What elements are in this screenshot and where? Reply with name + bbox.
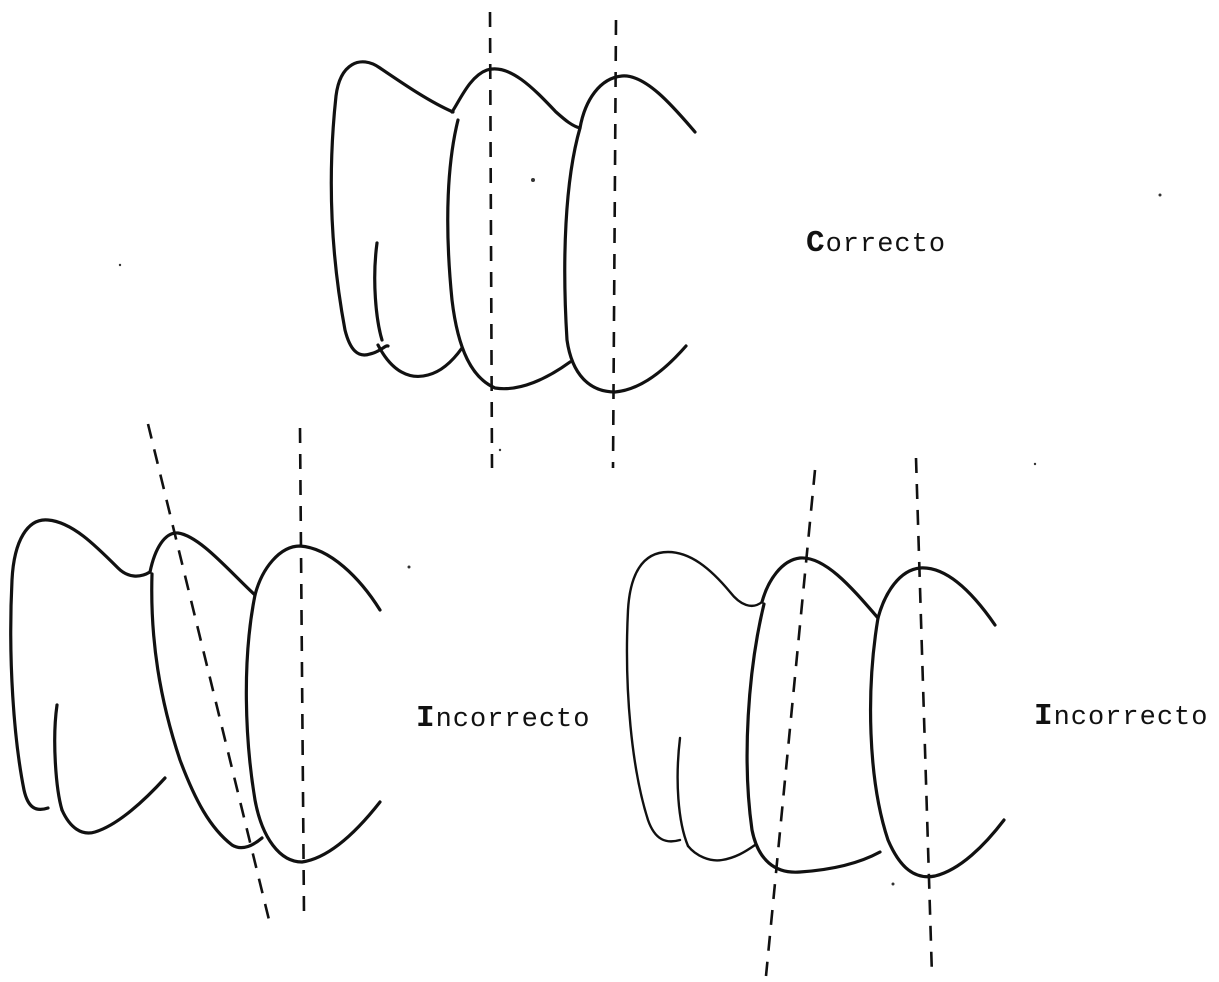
label-rest: orrecto — [825, 230, 947, 260]
label-incorrect-right: Incorrecto — [1034, 699, 1208, 734]
axis-line-2 — [298, 427, 306, 915]
figure-correct — [329, 11, 697, 469]
axis-line-1 — [488, 11, 494, 469]
tooth-2-outline — [745, 556, 882, 874]
label-incorrect-left: Incorrecto — [416, 701, 590, 736]
figure-incorrect-right — [625, 457, 1006, 977]
axis-line-1-tilted — [146, 423, 272, 925]
label-initial: I — [416, 701, 436, 736]
axis-line-2 — [914, 457, 934, 977]
label-correct: Correcto — [806, 226, 946, 261]
tooth-1-outline — [625, 550, 764, 843]
label-rest: ncorrecto — [1053, 703, 1209, 733]
tooth-1-bottom — [376, 343, 464, 378]
tooth-1-root-line — [373, 241, 384, 342]
tooth-1-bottom — [686, 843, 757, 862]
tooth-1-root-line — [676, 736, 690, 848]
axis-line-1-tilted — [764, 469, 817, 977]
tooth-1-outline — [329, 60, 455, 357]
tooth-1-root-line — [53, 703, 64, 812]
label-initial: I — [1034, 699, 1054, 734]
figure-incorrect-left — [9, 423, 382, 925]
tooth-1-outline — [9, 518, 152, 812]
tooth-3-outline — [563, 74, 697, 394]
tooth-2-outline — [148, 531, 264, 850]
scan-specks — [118, 178, 1162, 886]
label-rest: ncorrecto — [435, 705, 591, 735]
tooth-1-bottom — [60, 776, 167, 835]
label-initial: C — [806, 226, 826, 261]
tooth-2-outline — [446, 67, 582, 391]
axis-line-2 — [611, 19, 618, 469]
tooth-3-outline — [244, 544, 382, 864]
tooth-3-outline — [869, 566, 1006, 879]
